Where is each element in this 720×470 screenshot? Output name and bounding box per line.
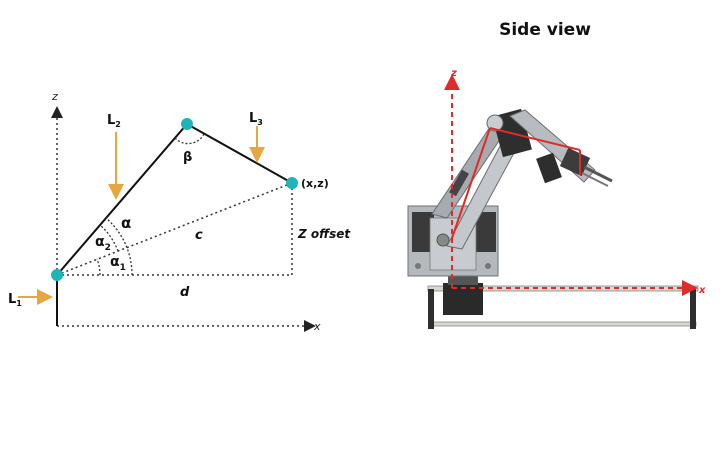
gripper-finger-b: [581, 172, 609, 187]
elbow-hub: [486, 114, 504, 132]
turret-servo-left: [412, 212, 434, 252]
link-L3: [186, 123, 293, 184]
alpha-label: α: [121, 214, 131, 232]
base-mount: [448, 275, 478, 285]
gripper-block: [559, 147, 591, 177]
L2-label: L2: [107, 113, 121, 129]
L3-label: L3: [249, 111, 263, 127]
alpha2-arc: [99, 224, 119, 252]
z-offset-label: Z offset: [297, 227, 351, 241]
alpha1-arc: [96, 258, 101, 276]
rail-post-left: [428, 289, 434, 329]
geometry-diagram: z x L1 L2 L3 β α α2: [8, 90, 351, 333]
z-axis-label: z: [51, 90, 58, 103]
rail-post-right: [690, 289, 696, 329]
c-line: [56, 182, 293, 276]
turret-screw-b: [485, 263, 491, 269]
beta-label: β: [183, 150, 192, 165]
c-label: c: [195, 228, 203, 243]
wrist-servo: [536, 152, 562, 184]
L1-label: L1: [8, 292, 22, 308]
robot-side-view: z x: [407, 68, 706, 329]
turret-screw-a: [415, 263, 421, 269]
base-rail-bottom: [429, 321, 697, 327]
beta-arc: [174, 133, 205, 145]
robot-link-L2-overlay: [451, 127, 491, 239]
d-label: d: [180, 285, 190, 300]
alpha2-label: α2: [95, 234, 111, 253]
gripper-finger-a: [583, 165, 613, 183]
alpha1-label: α1: [110, 254, 126, 273]
robot-x-axis-label: x: [698, 285, 706, 296]
base-joint: [51, 269, 63, 281]
robot-link-L3-overlay: [489, 127, 581, 151]
target-label: (x,z): [301, 177, 329, 190]
x-axis-label: x: [313, 320, 321, 333]
elbow-joint: [181, 118, 193, 130]
shoulder-hub: [436, 233, 450, 247]
link-L2: [56, 123, 188, 276]
end-effector-joint: [286, 177, 298, 189]
turret-servo-right: [476, 212, 496, 252]
side-view-title: Side view: [499, 20, 591, 40]
robot-z-axis-label: z: [450, 68, 457, 79]
arm-slot: [449, 169, 469, 197]
alpha-arc: [105, 217, 133, 276]
